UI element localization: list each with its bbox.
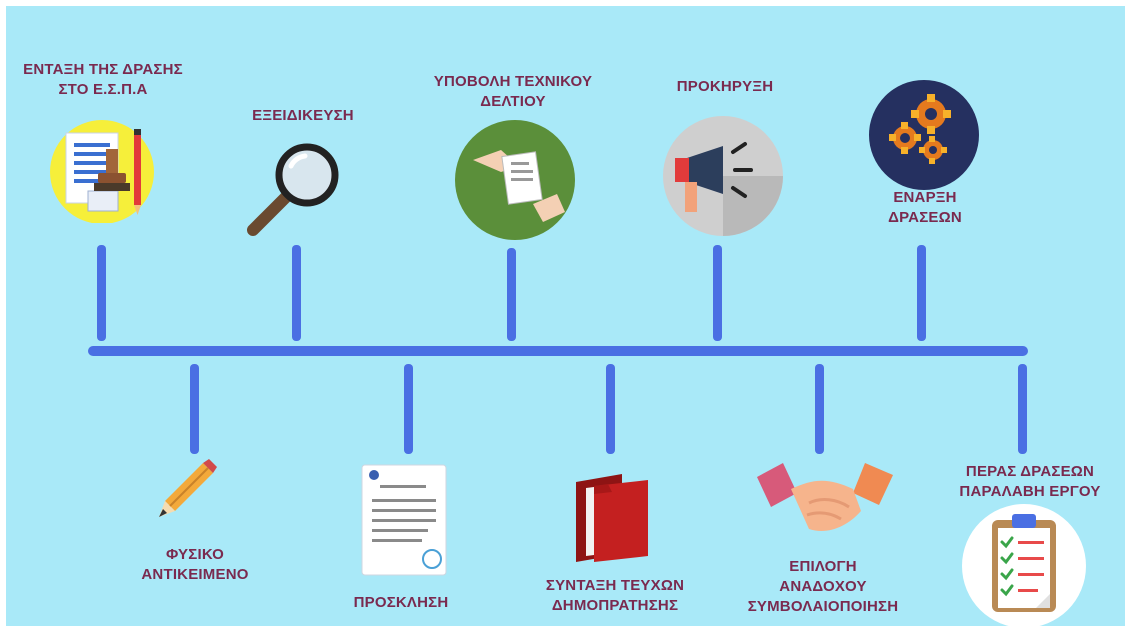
magnifier-icon	[245, 142, 345, 237]
tick-top-3	[507, 248, 516, 341]
document-handover-icon	[455, 120, 575, 240]
handshake-icon	[757, 459, 897, 545]
timeline-axis	[88, 346, 1028, 356]
step-label-line: ΠΕΡΑΣ ΔΡΑΣΕΩΝ	[965, 463, 1095, 480]
step-label-line: ΔΗΜΟΠΡΑΤΗΣΗΣ	[551, 597, 679, 614]
step-label-enarxi: ΕΝΑΡΞΗ ΔΡΑΣΕΩΝ	[870, 188, 980, 228]
step-label-line: ΠΡΟΣΚΛΗΣΗ	[353, 594, 449, 611]
tick-bottom-1	[190, 364, 199, 454]
step-label-exeidikeusi: ΕΞΕΙΔΙΚΕΥΣΗ	[228, 106, 378, 126]
step-label-entaxi: ΕΝΤΑΞΗ ΤΗΣ ΔΡΑΣΗΣ ΣΤΟ Ε.Σ.Π.Α	[8, 60, 198, 100]
gears-icon	[869, 80, 979, 190]
tick-bottom-2	[404, 364, 413, 454]
step-label-epilogi: ΕΠΙΛΟΓΗ ΑΝΑΔΟΧΟΥ ΣΥΜΒΟΛΑΙΟΠΟΙΗΣΗ	[728, 557, 918, 617]
step-label-line: ΥΠΟΒΟΛΗ ΤΕΧΝΙΚΟΥ	[433, 73, 593, 90]
step-label-prosklisi: ΠΡΟΣΚΛΗΣΗ	[336, 593, 466, 613]
pencil-icon	[155, 457, 219, 519]
tick-top-1	[97, 245, 106, 341]
step-label-line: ΠΡΟΚΗΡΥΞΗ	[676, 78, 774, 95]
step-label-line: ΕΝΑΡΞΗ	[893, 189, 957, 206]
invitation-document-icon	[360, 463, 450, 578]
folder-icon	[572, 470, 652, 566]
step-label-line: ΑΝΑΔΟΧΟΥ	[779, 578, 867, 595]
step-label-line: ΕΠΙΛΟΓΗ	[789, 558, 857, 575]
tick-bottom-3	[606, 364, 615, 454]
step-label-line: ΔΡΑΣΕΩΝ	[888, 209, 962, 226]
tick-top-5	[917, 245, 926, 341]
step-label-line: ΔΕΛΤΙΟΥ	[480, 93, 546, 110]
document-stamp-icon	[44, 119, 162, 223]
clipboard-checklist-icon	[962, 504, 1086, 628]
megaphone-icon	[663, 116, 783, 236]
step-label-line: ΕΝΤΑΞΗ ΤΗΣ ΔΡΑΣΗΣ	[23, 61, 183, 78]
tick-top-4	[713, 245, 722, 341]
tick-bottom-4	[815, 364, 824, 454]
tick-top-2	[292, 245, 301, 341]
step-label-peras: ΠΕΡΑΣ ΔΡΑΣΕΩΝ ΠΑΡΑΛΑΒΗ ΕΡΓΟΥ	[940, 462, 1120, 502]
step-label-fysiko: ΦΥΣΙΚΟ ΑΝΤΙΚΕΙΜΕΝΟ	[120, 545, 270, 585]
step-label-line: ΦΥΣΙΚΟ	[165, 546, 225, 563]
step-label-ypovoli: ΥΠΟΒΟΛΗ ΤΕΧΝΙΚΟΥ ΔΕΛΤΙΟΥ	[408, 72, 618, 112]
step-label-line: ΑΝΤΙΚΕΙΜΕΝΟ	[141, 566, 249, 583]
step-label-syntaxi: ΣΥΝΤΑΞΗ ΤΕΥΧΩΝ ΔΗΜΟΠΡΑΤΗΣΗΣ	[515, 576, 715, 616]
step-label-line: ΕΞΕΙΔΙΚΕΥΣΗ	[252, 107, 354, 124]
step-label-line: ΣΥΜΒΟΛΑΙΟΠΟΙΗΣΗ	[747, 598, 899, 615]
step-label-prokiryxi: ΠΡΟΚΗΡΥΞΗ	[660, 77, 790, 97]
step-label-line: ΣΤΟ Ε.Σ.Π.Α	[58, 81, 148, 98]
step-label-line: ΣΥΝΤΑΞΗ ΤΕΥΧΩΝ	[545, 577, 685, 594]
tick-bottom-5	[1018, 364, 1027, 454]
step-label-line: ΠΑΡΑΛΑΒΗ ΕΡΓΟΥ	[959, 483, 1101, 500]
